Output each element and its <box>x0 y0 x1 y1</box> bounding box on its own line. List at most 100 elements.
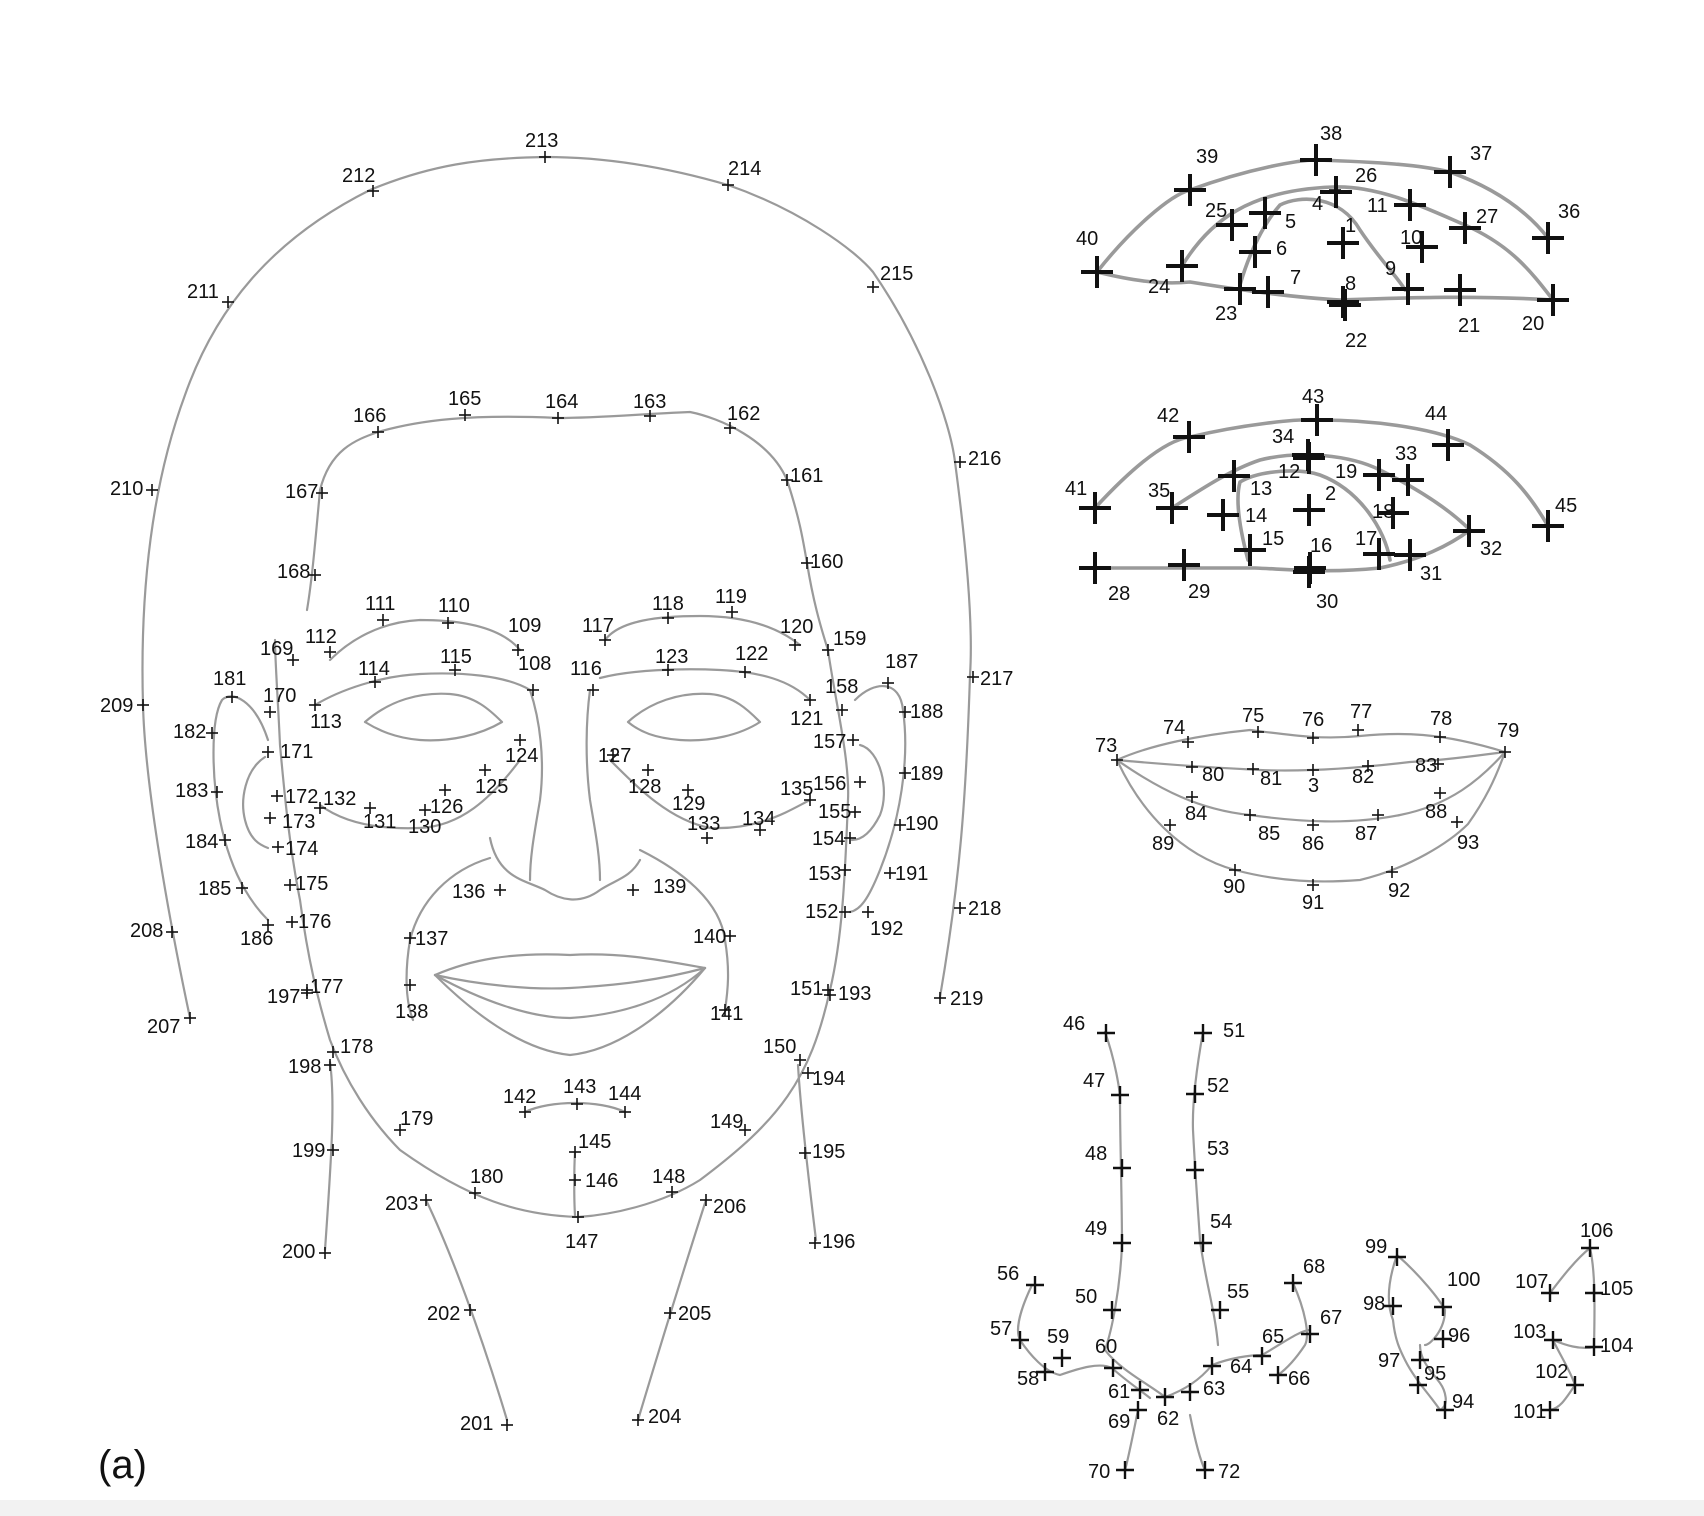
landmark-109: 109 <box>508 615 541 656</box>
landmark-label: 167 <box>285 481 318 503</box>
landmark-138: 138 <box>395 979 428 1023</box>
landmark-label: 68 <box>1303 1256 1325 1278</box>
landmark-81: 81 <box>1247 763 1282 790</box>
landmark-label: 107 <box>1515 1271 1548 1293</box>
landmark-label: 164 <box>545 391 578 413</box>
landmark-27: 27 <box>1449 206 1498 244</box>
landmark-label: 115 <box>440 646 472 668</box>
landmark-label: 141 <box>710 1003 743 1025</box>
landmark-label: 97 <box>1378 1350 1400 1372</box>
landmark-116: 116 <box>570 658 602 696</box>
landmark-162: 162 <box>724 403 760 434</box>
left-eye-curve <box>363 692 504 742</box>
landmark-53: 53 <box>1186 1138 1229 1179</box>
landmark-label: 93 <box>1457 832 1479 854</box>
landmark-182: 182 <box>173 721 218 743</box>
landmark-200: 200 <box>282 1241 331 1263</box>
landmark-label: 195 <box>812 1141 845 1163</box>
landmark-label: 80 <box>1202 764 1224 786</box>
landmark-label: 124 <box>505 745 538 767</box>
landmark-label: 144 <box>608 1083 641 1105</box>
eye2-panel-iris-curve <box>1236 469 1392 562</box>
landmark-127: 127 <box>598 745 631 767</box>
landmark-21: 21 <box>1444 274 1480 337</box>
landmark-197: 197 <box>267 986 313 1008</box>
landmark-140: 140 <box>693 926 736 948</box>
landmark-label: 130 <box>408 816 441 838</box>
landmark-label: 91 <box>1302 892 1324 914</box>
landmark-1: 1 <box>1327 215 1359 259</box>
landmark-label: 58 <box>1017 1368 1039 1390</box>
landmark-125: 125 <box>475 764 508 798</box>
landmark-label: 31 <box>1420 563 1442 585</box>
landmark-199: 199 <box>292 1140 339 1162</box>
landmark-36: 36 <box>1532 201 1580 254</box>
landmark-label: 59 <box>1047 1326 1069 1348</box>
landmark-119: 119 <box>715 586 747 618</box>
landmark-157: 157 <box>813 731 859 753</box>
landmark-label: 103 <box>1513 1321 1546 1343</box>
landmark-label: 150 <box>763 1036 796 1058</box>
landmark-201: 201 <box>460 1413 513 1435</box>
landmark-label: 176 <box>298 911 331 933</box>
landmark-205: 205 <box>664 1303 711 1325</box>
landmark-label: 145 <box>578 1131 611 1153</box>
landmark-label: 22 <box>1345 330 1367 352</box>
landmark-label: 118 <box>652 593 684 615</box>
landmark-label: 86 <box>1302 833 1324 855</box>
landmark-label: 156 <box>813 773 846 795</box>
landmark-label: 2 <box>1325 483 1336 505</box>
landmark-label: 126 <box>430 796 463 818</box>
landmark-label: 42 <box>1157 405 1179 427</box>
mouth-panel-upper-curve <box>1115 728 1507 762</box>
landmark-label: 219 <box>950 988 983 1010</box>
landmark-93: 93 <box>1451 816 1479 854</box>
landmark-28: 28 <box>1079 552 1130 605</box>
landmark-195: 195 <box>799 1141 845 1163</box>
landmark-label: 208 <box>130 920 163 942</box>
landmark-label: 173 <box>282 811 315 833</box>
landmark-label: 194 <box>812 1068 845 1090</box>
landmark-164: 164 <box>545 391 578 424</box>
right-cheek-curve <box>638 848 730 1012</box>
landmark-178: 178 <box>327 1036 373 1058</box>
landmark-label: 81 <box>1260 768 1282 790</box>
landmark-label: 23 <box>1215 303 1237 325</box>
landmark-label: 152 <box>805 901 838 923</box>
landmark-label: 165 <box>448 388 481 410</box>
landmark-40: 40 <box>1076 228 1113 288</box>
landmark-175: 175 <box>284 873 328 895</box>
landmark-218: 218 <box>954 898 1001 920</box>
landmark-label: 132 <box>323 788 356 810</box>
landmark-66: 66 <box>1269 1366 1310 1390</box>
landmark-label: 187 <box>885 651 918 673</box>
landmark-48: 48 <box>1085 1143 1131 1177</box>
landmark-label: 57 <box>990 1318 1012 1340</box>
landmark-80: 80 <box>1186 761 1224 786</box>
landmark-97: 97 <box>1378 1350 1429 1372</box>
landmark-214: 214 <box>722 158 761 191</box>
landmark-label: 15 <box>1262 528 1284 550</box>
landmark-51: 51 <box>1194 1020 1245 1042</box>
landmark-label: 94 <box>1452 1391 1474 1413</box>
landmark-label: 41 <box>1065 478 1087 500</box>
left-undereye-curve <box>318 758 522 830</box>
landmark-label: 218 <box>968 898 1001 920</box>
landmark-label: 72 <box>1218 1461 1240 1483</box>
eye2-panel-inner-curve <box>1170 453 1472 532</box>
landmark-label: 8 <box>1345 273 1356 295</box>
landmark-134: 134 <box>742 808 775 836</box>
landmark-label: 175 <box>295 873 328 895</box>
landmark-label: 105 <box>1600 1278 1633 1300</box>
landmark-79: 79 <box>1497 720 1519 758</box>
landmark-label: 207 <box>147 1016 180 1038</box>
shoulder-left-curve <box>424 1198 509 1422</box>
landmark-34: 34 <box>1272 426 1325 474</box>
landmark-label: 212 <box>342 165 375 187</box>
landmark-label: 147 <box>565 1231 598 1253</box>
landmark-label: 182 <box>173 721 206 743</box>
landmark-label: 83 <box>1415 755 1437 777</box>
landmark-label: 106 <box>1580 1220 1613 1242</box>
right-ear-curve <box>848 685 907 914</box>
landmark-label: 29 <box>1188 581 1210 603</box>
